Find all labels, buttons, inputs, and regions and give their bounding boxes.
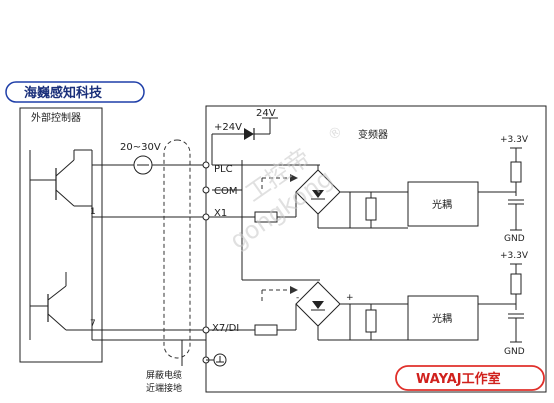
minus-sign: - (296, 293, 299, 303)
vcc-2-label: +3.3V (500, 251, 529, 261)
optocoupler-2-label: 光耦 (432, 312, 452, 325)
input-channel-1: 光耦 +3.3V GND (254, 135, 529, 244)
watermark-mark: ® (325, 123, 346, 144)
voltage-source-label: 20~30V (120, 142, 161, 153)
gnd-2-label: GND (504, 347, 525, 357)
terminal-x1: X1 (214, 208, 227, 219)
brand-name: 海巍感知科技 (24, 85, 103, 101)
plus-sign: + (346, 293, 354, 303)
vcc-1-label: +3.3V (500, 135, 529, 145)
external-controller: 外部控制器 1 7 (19, 107, 103, 363)
voltage-source: 20~30V (92, 142, 206, 175)
transistor-2-number: 7 (90, 319, 96, 329)
transistor-1-number: 1 (90, 207, 96, 217)
supply-label: +24V (214, 122, 242, 133)
input-channel-2: - + 光耦 +3.3V GND (242, 251, 529, 357)
transistor-1: 1 (30, 149, 96, 217)
shield-label-2: 近端接地 (146, 382, 182, 394)
relay-voltage-label: 24V (256, 108, 276, 119)
terminal-plc: PLC (214, 164, 233, 175)
inverter-box: 变频器 +24V 24V PLC COM X1 X7/DI (202, 105, 547, 393)
shielded-cable: 屏蔽电缆 近端接地 (146, 139, 191, 394)
inverter-label: 变频器 (358, 128, 388, 141)
studio-badge-text: WAYAJ工作室 (416, 371, 501, 387)
studio-badge: WAYAJ工作室 (395, 365, 545, 391)
optocoupler-1-label: 光耦 (432, 198, 452, 211)
transistor-2: 7 (30, 272, 96, 331)
terminal-x7: X7/DI (212, 323, 239, 334)
gnd-1-label: GND (504, 234, 525, 244)
shield-label-1: 屏蔽电缆 (146, 369, 182, 381)
external-controller-label: 外部控制器 (31, 111, 81, 124)
terminal-com: COM (214, 186, 237, 197)
brand-badge: 海巍感知科技 (5, 81, 145, 103)
